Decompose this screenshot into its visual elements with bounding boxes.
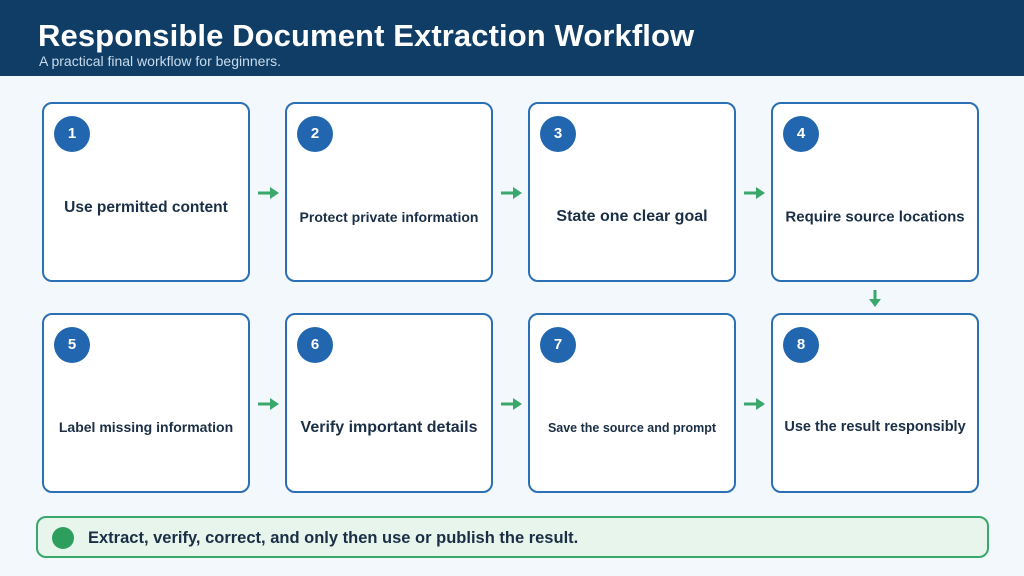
step-card-3: 3 State one clear goal xyxy=(528,102,736,282)
step-number-badge: 8 xyxy=(783,327,819,363)
step-label: Use permitted content xyxy=(64,199,228,216)
step-card-5: 5 Label missing information xyxy=(42,313,250,493)
step-card-4: 4 Require source locations xyxy=(771,102,979,282)
step-label: Label missing information xyxy=(58,419,234,435)
step-label: Save the source and prompt xyxy=(547,421,717,435)
step-label: Protect private information xyxy=(299,209,479,225)
step-card-6: 6 Verify important details xyxy=(285,313,493,493)
step-number-badge: 6 xyxy=(297,327,333,363)
step-card-2: 2 Protect private information xyxy=(285,102,493,282)
arrow-right-icon xyxy=(501,187,522,199)
step-number-badge: 1 xyxy=(54,116,90,152)
step-number-badge: 3 xyxy=(540,116,576,152)
arrow-right-icon xyxy=(501,398,522,410)
step-label: Verify important details xyxy=(300,419,478,436)
arrow-right-icon xyxy=(258,398,279,410)
step-card-7: 7 Save the source and prompt xyxy=(528,313,736,493)
step-card-1: 1 Use permitted content xyxy=(42,102,250,282)
step-number-badge: 2 xyxy=(297,116,333,152)
page-title: Responsible Document Extraction Workflow xyxy=(38,18,695,53)
arrow-right-icon xyxy=(744,187,765,199)
page-subtitle: A practical final workflow for beginners… xyxy=(39,53,281,69)
arrow-down-icon xyxy=(869,290,881,307)
arrow-right-icon xyxy=(258,187,279,199)
step-label: Use the result responsibly xyxy=(784,419,966,435)
step-label: State one clear goal xyxy=(556,208,708,225)
step-number-badge: 7 xyxy=(540,327,576,363)
step-number-badge: 4 xyxy=(783,116,819,152)
step-label: Require source locations xyxy=(785,208,965,226)
step-card-8: 8 Use the result responsibly xyxy=(771,313,979,493)
step-number-badge: 5 xyxy=(54,327,90,363)
summary-callout: Extract, verify, correct, and only then … xyxy=(36,516,989,558)
check-icon xyxy=(52,527,74,549)
arrow-right-icon xyxy=(744,398,765,410)
summary-text: Extract, verify, correct, and only then … xyxy=(88,529,579,547)
header-banner: Responsible Document Extraction Workflow… xyxy=(0,0,1024,76)
